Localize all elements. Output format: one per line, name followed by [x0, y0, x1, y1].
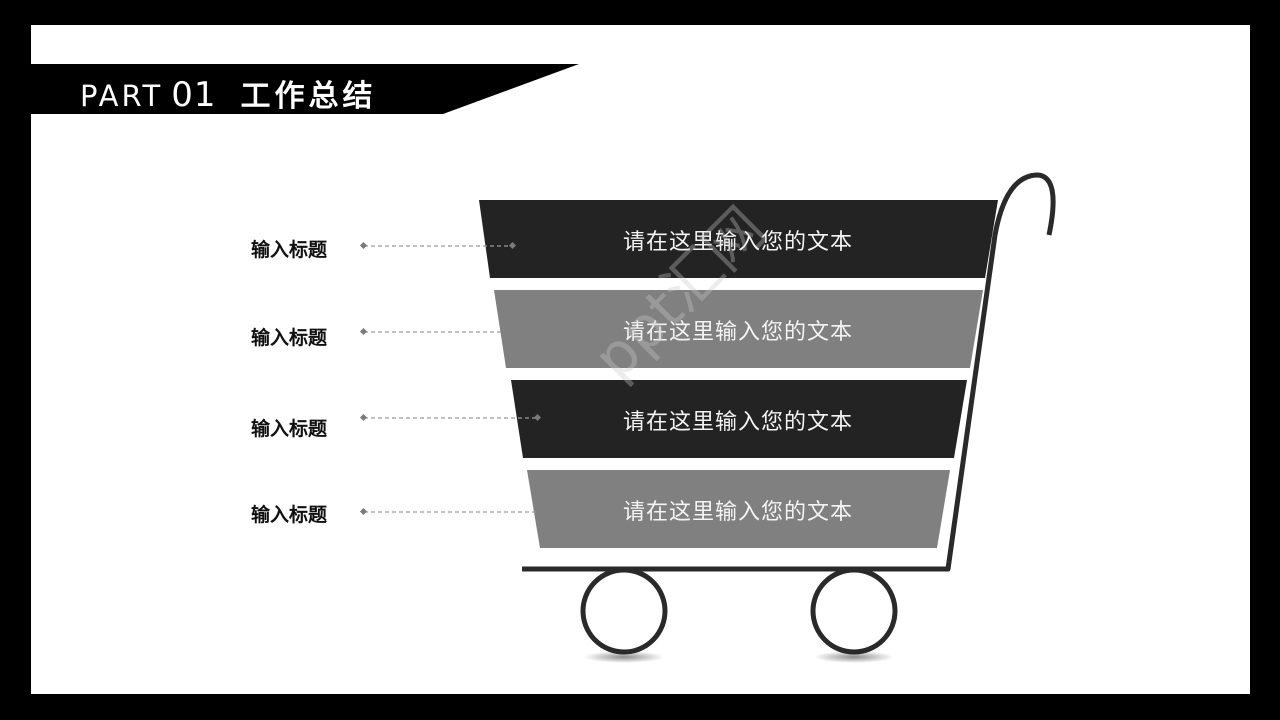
row-title-1: 输入标题: [251, 239, 328, 261]
shopping-cart-diagram: [359, 172, 1056, 663]
row-title-2: 输入标题: [251, 327, 328, 349]
band-4: [527, 470, 950, 548]
band-text-2: 请在这里输入您的文本: [622, 320, 853, 345]
band-text-4: 请在这里输入您的文本: [622, 500, 853, 525]
title-banner-shape: [31, 64, 579, 114]
part-number: 01: [171, 75, 217, 115]
band-2: [494, 290, 983, 368]
wheel-right: [810, 567, 898, 655]
band-text-1: 请在这里输入您的文本: [622, 230, 853, 255]
band-text-3: 请在这里输入您的文本: [622, 410, 853, 435]
connectors: [364, 245, 538, 513]
cart-frame: [522, 172, 1056, 572]
row-title-3: 输入标题: [251, 418, 328, 440]
band-1: [479, 200, 998, 278]
part-label: PART: [80, 79, 164, 113]
title-banner: [31, 64, 579, 114]
section-title: 工作总结: [240, 79, 377, 114]
band-3: [511, 380, 967, 458]
row-title-4: 输入标题: [251, 504, 328, 526]
wheel-left: [580, 567, 668, 655]
